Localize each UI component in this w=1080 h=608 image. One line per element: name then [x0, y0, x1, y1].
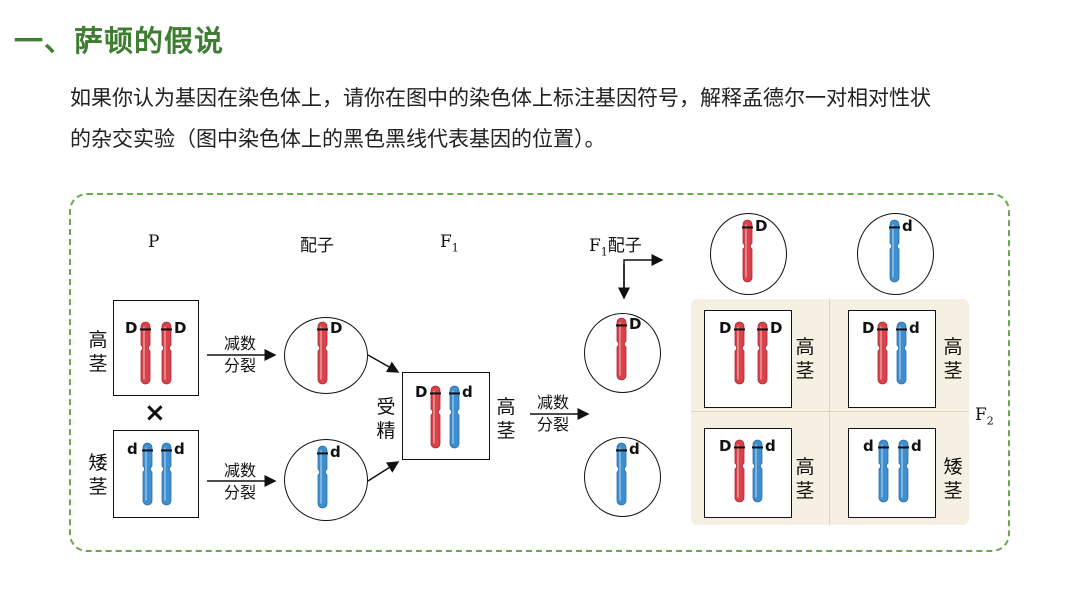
gamete-recessive-chromosome	[316, 445, 328, 509]
f1-gamete-dominant-chromosome	[615, 317, 627, 381]
f1-gamete-recessive-chromosome-gene-label: d	[629, 440, 640, 459]
f1-chromosome-dominant-gene-label: D	[415, 383, 428, 402]
p-dwarf-chromosome-2-gene-label: d	[174, 440, 185, 459]
f2-Dd-bottom-chromosome-2-gene-label: d	[765, 437, 776, 456]
f2-dd-chromosome-1-gene-label: d	[863, 437, 874, 456]
p-dwarf-chromosome-1	[141, 442, 153, 506]
f2-dd-box	[848, 428, 936, 518]
f1-chromosome-recessive-gene-label: d	[462, 383, 473, 402]
p-tall-label: 高茎	[88, 329, 108, 375]
f2-Dd-top-chromosome-2-gene-label: d	[909, 319, 920, 338]
gamete-dominant-chromosome	[316, 321, 328, 385]
f1-box	[402, 372, 490, 460]
page-title: 一、萨顿的假说	[14, 24, 225, 58]
meiosis-label-top: 减数分裂	[223, 334, 256, 375]
f2-DD-chromosome-1-gene-label: D	[719, 319, 732, 338]
gamete-dominant-chromosome-gene-label: D	[330, 319, 343, 338]
header-f1-gamete: F1配子	[589, 236, 642, 259]
f2-column-recessive-chromosome	[888, 219, 900, 283]
p-tall-chromosome-2	[160, 321, 172, 385]
header-f2: F2	[975, 405, 994, 428]
gamete-recessive-chromosome-gene-label: d	[330, 443, 341, 462]
p-dwarf-chromosome-2	[160, 442, 172, 506]
f1-tall-label: 高茎	[496, 396, 516, 442]
p-dwarf-box	[113, 430, 199, 518]
meiosis-label-bottom: 减数分裂	[223, 461, 256, 502]
f2-Dd-top-chromosome-2	[895, 321, 907, 385]
f2-Dd-top-chromosome-1-gene-label: D	[862, 319, 875, 338]
f2-dd-chromosome-2-gene-label: d	[911, 437, 922, 456]
f2-dd-label: 矮茎	[943, 456, 963, 502]
p-tall-chromosome-2-gene-label: D	[174, 319, 187, 338]
p-tall-box	[113, 300, 199, 396]
f1-chromosome-recessive	[448, 385, 460, 449]
f2-Dd-box-bottom	[704, 428, 792, 518]
p-tall-chromosome-1	[139, 321, 151, 385]
p-dwarf-label: 矮茎	[88, 452, 108, 498]
f2-dd-chromosome-2	[897, 439, 909, 503]
f2-Dd-top-label: 高茎	[943, 336, 963, 382]
f2-column-dominant-chromosome	[741, 219, 753, 283]
f2-DD-chromosome-1	[733, 321, 745, 385]
f2-Dd-bottom-label: 高茎	[795, 456, 815, 502]
header-f1: F1	[440, 232, 459, 255]
instruction-line-2: 的杂交实验（图中染色体上的黑色黑线代表基因的位置）。	[70, 127, 606, 151]
p-dwarf-chromosome-1-gene-label: d	[127, 440, 138, 459]
f1-gamete-dominant-chromosome-gene-label: D	[629, 315, 642, 334]
header-p: P	[148, 232, 160, 252]
f2-DD-box	[704, 310, 792, 408]
f1-gamete-recessive-chromosome	[615, 442, 627, 506]
f2-Dd-bottom-chromosome-1	[733, 439, 745, 503]
diagram-frame	[69, 193, 1010, 552]
f2-column-recessive-chromosome-gene-label: d	[902, 217, 913, 236]
f1-chromosome-dominant	[429, 385, 441, 449]
p-tall-chromosome-1-gene-label: D	[125, 319, 138, 338]
instruction-line-1: 如果你认为基因在染色体上，请你在图中的染色体上标注基因符号，解释孟德尔一对相对性…	[70, 86, 931, 110]
f2-Dd-bottom-chromosome-2	[751, 439, 763, 503]
f2-Dd-top-chromosome-1	[876, 321, 888, 385]
f2-DD-chromosome-2	[756, 321, 768, 385]
f2-dd-chromosome-1	[877, 439, 889, 503]
cross-symbol: ×	[144, 398, 166, 428]
f2-DD-label: 高茎	[795, 336, 815, 382]
meiosis-label-f1: 减数分裂	[536, 393, 569, 434]
f2-Dd-box-top	[848, 310, 936, 408]
header-gamete: 配子	[300, 236, 334, 256]
f2-Dd-bottom-chromosome-1-gene-label: D	[719, 437, 732, 456]
fertilization-label: 受精	[376, 396, 396, 442]
f2-DD-chromosome-2-gene-label: D	[770, 319, 783, 338]
f2-column-dominant-chromosome-gene-label: D	[755, 217, 768, 236]
